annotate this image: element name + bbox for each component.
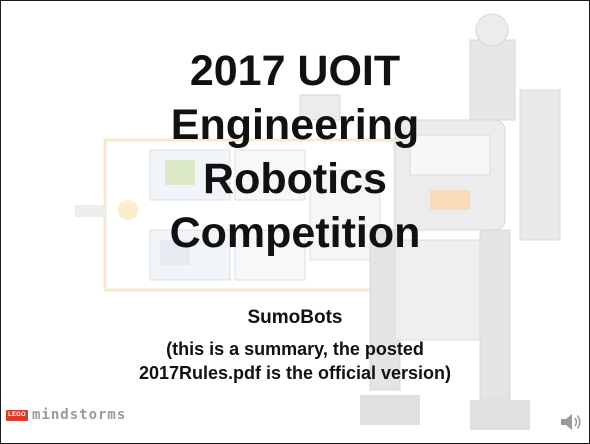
slide-title: 2017 UOIT Engineering Robotics Competiti…: [95, 44, 495, 260]
mindstorms-wordmark: mindstorms: [32, 407, 127, 423]
title-line-4: Competition: [169, 209, 421, 257]
subtitle-official-version: 2017Rules.pdf is the official version): [138, 363, 452, 383]
title-line-1: 2017 UOIT: [189, 47, 401, 95]
speaker-icon[interactable]: [559, 411, 583, 433]
subtitle-sumobots: SumoBots: [247, 307, 343, 328]
title-line-3: Robotics: [203, 155, 387, 203]
slide-subtitle: SumoBots (this is a summary, the posted …: [20, 305, 570, 385]
lego-logo: LEGO: [6, 409, 28, 421]
subtitle-summary-note: (this is a summary, the posted: [166, 339, 424, 359]
title-line-2: Engineering: [170, 101, 420, 149]
mindstorms-logo: LEGO mindstorms: [6, 407, 126, 423]
